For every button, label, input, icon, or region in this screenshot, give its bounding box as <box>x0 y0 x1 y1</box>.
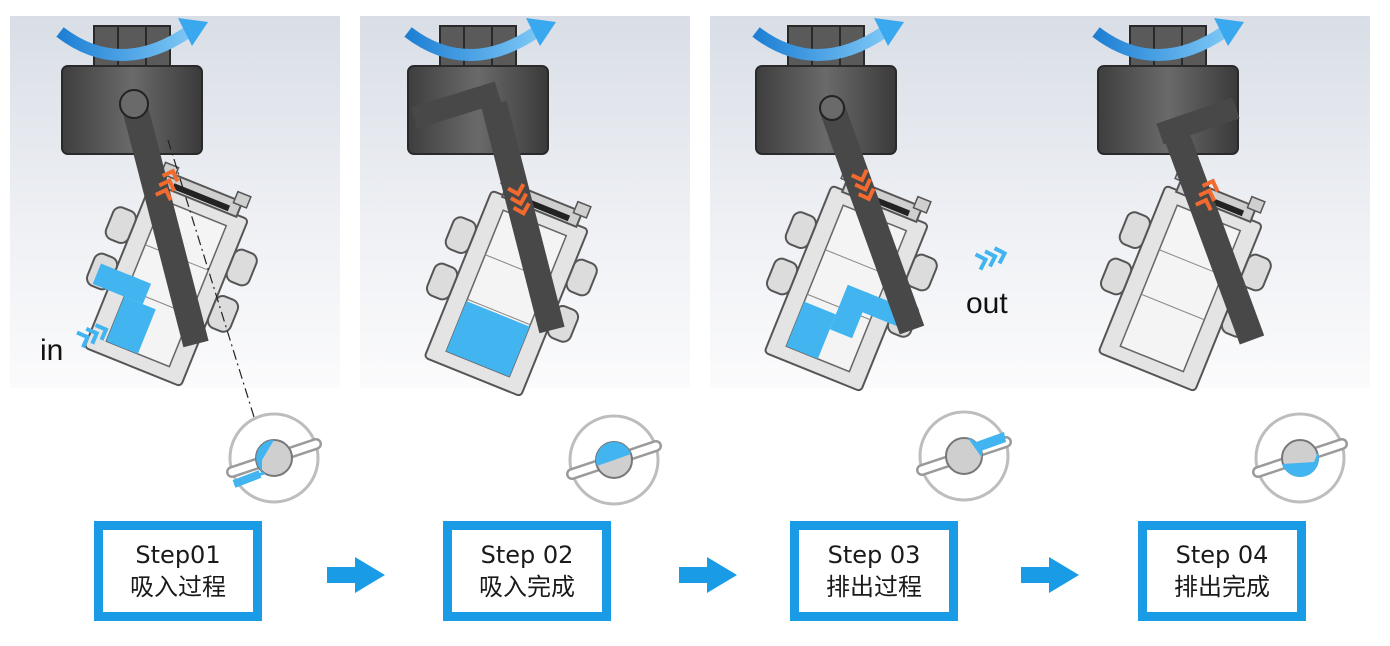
step-4-subtitle: 排出完成 <box>1174 573 1270 601</box>
panel-1-axis-line <box>167 139 269 463</box>
panel-1-detail-circle <box>230 414 318 502</box>
step-2-subtitle: 吸入完成 <box>479 573 575 601</box>
panel-2-pump <box>401 160 620 407</box>
flow-out-label: out <box>966 287 1008 320</box>
step-box-2: Step 02 吸入完成 <box>443 521 611 621</box>
panel-3-detail-circle <box>920 412 1008 500</box>
flow-in-label: in <box>40 334 64 367</box>
panel-3-rod <box>819 103 925 335</box>
step-3-title: Step 03 <box>827 541 921 569</box>
panel-1-pump <box>61 150 280 397</box>
panel-4-detail-circle <box>1256 414 1344 502</box>
step-arrow-icon-1 <box>327 557 385 593</box>
panel-4-rod <box>1163 129 1265 345</box>
step-arrow-icon-2 <box>679 557 737 593</box>
step-4-title: Step 04 <box>1175 541 1269 569</box>
step-arrow-icon-3 <box>1021 557 1079 593</box>
step-box-3: Step 03 排出过程 <box>790 521 958 621</box>
step-box-4: Step 04 排出完成 <box>1138 521 1306 621</box>
step-1-subtitle: 吸入过程 <box>130 573 226 601</box>
step-box-1: Step01 吸入过程 <box>94 521 262 621</box>
step-1-title: Step01 <box>135 541 221 569</box>
step-2-title: Step 02 <box>480 541 574 569</box>
panel-2-detail-circle <box>570 416 658 504</box>
panel-1-rod <box>121 100 209 348</box>
step-3-subtitle: 排出过程 <box>826 573 922 601</box>
panel-2-rod <box>481 100 565 334</box>
